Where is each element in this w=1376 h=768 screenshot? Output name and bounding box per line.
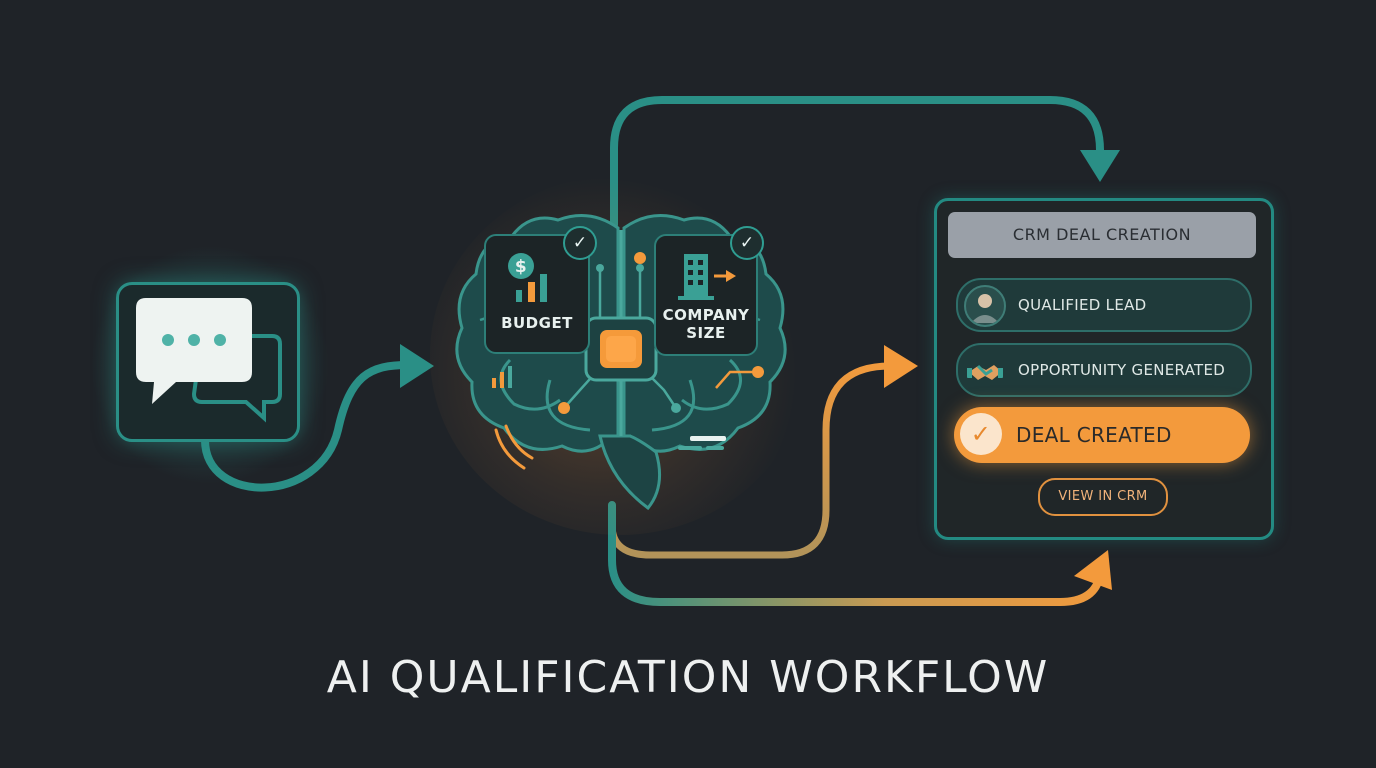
- budget-label: BUDGET: [501, 314, 573, 332]
- crm-item-label: OPPORTUNITY GENERATED: [1018, 361, 1226, 379]
- crm-item-label: DEAL CREATED: [1016, 423, 1172, 447]
- handshake-icon: [964, 350, 1006, 392]
- connector-mid-orange: [608, 362, 894, 559]
- arrowhead-chat: [400, 344, 434, 388]
- view-in-crm-button[interactable]: VIEW IN CRM: [1038, 478, 1168, 516]
- building-arrow-icon: [678, 254, 736, 300]
- budget-check-icon: ✓: [563, 226, 597, 260]
- crm-header: CRM DEAL CREATION: [948, 212, 1256, 258]
- diagram-title: AI QUALIFICATION WORKFLOW: [326, 652, 1050, 703]
- arrowhead-top: [1080, 150, 1120, 182]
- user-avatar-icon: [964, 285, 1006, 327]
- checkmark-icon: ✓: [960, 413, 1002, 455]
- arrowhead-mid: [884, 345, 918, 388]
- crm-item-deal-created[interactable]: ✓ DEAL CREATED: [954, 407, 1250, 463]
- dollar-bar-chart-icon: $: [508, 253, 547, 302]
- crm-item-label: QUALIFIED LEAD: [1018, 296, 1147, 314]
- svg-text:$: $: [515, 257, 527, 277]
- crm-item-opportunity-generated[interactable]: OPPORTUNITY GENERATED: [956, 343, 1252, 397]
- connector-top-arc: [610, 96, 1104, 229]
- crm-item-qualified-lead[interactable]: QUALIFIED LEAD: [956, 278, 1252, 332]
- chat-bubbles-icon: [136, 298, 282, 423]
- arrowhead-bottom: [1074, 550, 1112, 590]
- connector-bottom: [608, 501, 1104, 606]
- company-size-check-icon: ✓: [730, 226, 764, 260]
- budget-card: $ BUDGET: [484, 234, 590, 354]
- company-size-label: COMPANY SIZE: [662, 306, 750, 342]
